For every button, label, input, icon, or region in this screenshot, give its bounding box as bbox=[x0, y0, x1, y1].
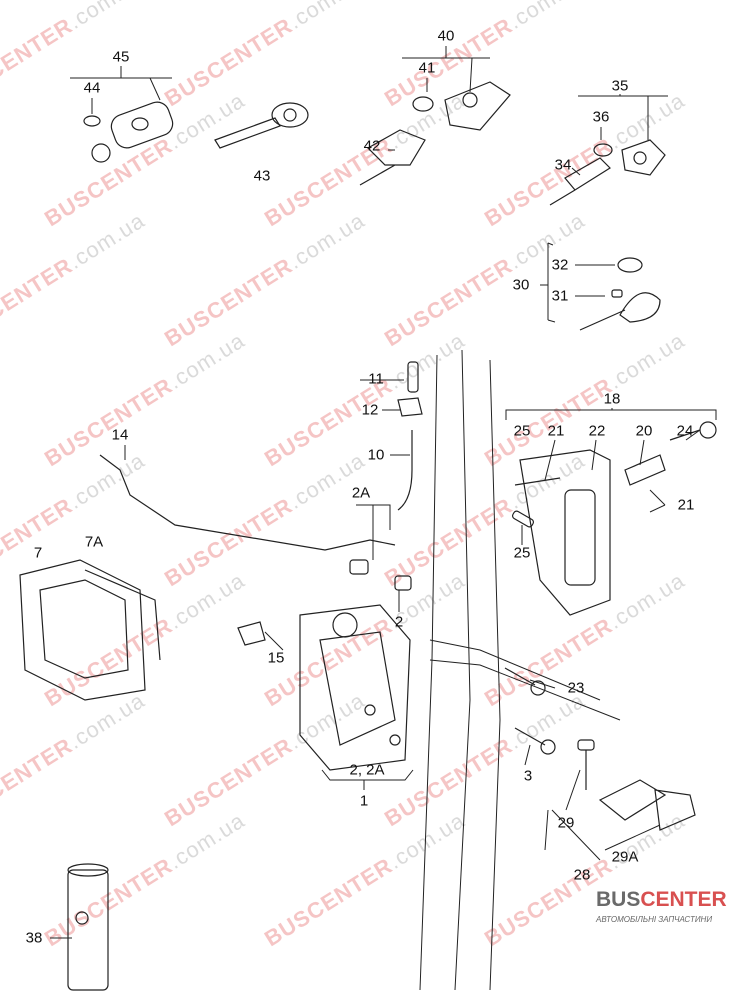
callout-34: 34 bbox=[554, 156, 572, 174]
callout-30: 30 bbox=[512, 276, 530, 294]
lubricant-can-38 bbox=[67, 863, 109, 991]
callout-44: 44 bbox=[83, 79, 101, 97]
callout-40: 40 bbox=[437, 27, 455, 45]
callout-2A: 2A bbox=[351, 484, 371, 502]
callout-31: 31 bbox=[551, 287, 569, 305]
callout-14: 14 bbox=[111, 426, 129, 444]
key-blade-43 bbox=[214, 102, 309, 149]
leader-lines bbox=[50, 46, 717, 939]
callout-7A: 7A bbox=[84, 533, 104, 551]
callout-2: 2 bbox=[394, 613, 404, 631]
callout-18: 18 bbox=[603, 390, 621, 408]
callout-29: 29 bbox=[557, 814, 575, 832]
callout-43: 43 bbox=[253, 167, 271, 185]
callout-28: 28 bbox=[573, 866, 591, 884]
buscenter-logo: BUSCENTER АВТОМОБІЛЬНІ ЗАПЧАСТИНИ bbox=[596, 888, 727, 924]
pin-11 bbox=[407, 361, 419, 393]
callout-25: 25 bbox=[513, 422, 531, 440]
callout-2-2A: 2, 2A bbox=[349, 761, 385, 779]
callout-24: 24 bbox=[676, 422, 694, 440]
screws bbox=[504, 667, 556, 755]
key-fob-45 bbox=[83, 101, 174, 163]
callout-3: 3 bbox=[523, 767, 533, 785]
callout-11: 11 bbox=[368, 370, 384, 388]
callout-25: 25 bbox=[513, 544, 531, 562]
callout-36: 36 bbox=[592, 108, 610, 126]
callout-22: 22 bbox=[588, 422, 606, 440]
callout-12: 12 bbox=[361, 401, 379, 419]
logo-tagline: АВТОМОБІЛЬНІ ЗАПЧАСТИНИ bbox=[596, 915, 713, 924]
callout-35: 35 bbox=[611, 77, 629, 95]
callout-10: 10 bbox=[367, 446, 385, 464]
clip-12 bbox=[397, 397, 423, 417]
clip-15 bbox=[237, 621, 266, 646]
door-frame bbox=[419, 349, 621, 991]
callout-41: 41 bbox=[418, 59, 436, 77]
callout-42: 42 bbox=[363, 137, 381, 155]
striker-29 bbox=[577, 739, 696, 831]
door-lock-1 bbox=[299, 604, 411, 771]
key-40-41-42 bbox=[359, 81, 511, 186]
callout-32: 32 bbox=[551, 256, 569, 274]
callout-21: 21 bbox=[677, 496, 695, 514]
callout-45: 45 bbox=[112, 48, 130, 66]
key-34-35-36 bbox=[549, 139, 666, 206]
callout-21: 21 bbox=[547, 422, 565, 440]
callout-38: 38 bbox=[25, 929, 43, 947]
inner-handle-7 bbox=[19, 559, 161, 701]
lock-cylinder-20 bbox=[624, 454, 666, 486]
callout-23: 23 bbox=[567, 679, 585, 697]
clips-2 bbox=[349, 559, 412, 591]
rod-10 bbox=[397, 430, 413, 511]
callout-7: 7 bbox=[33, 544, 43, 562]
key-30-31-32 bbox=[579, 257, 661, 331]
callout-29A: 29A bbox=[611, 848, 639, 866]
key-24 bbox=[669, 421, 717, 441]
callout-15: 15 bbox=[267, 649, 285, 667]
callout-1: 1 bbox=[359, 792, 369, 810]
outer-handle-18 bbox=[511, 421, 717, 616]
rod-14 bbox=[99, 454, 396, 551]
callout-20: 20 bbox=[635, 422, 653, 440]
